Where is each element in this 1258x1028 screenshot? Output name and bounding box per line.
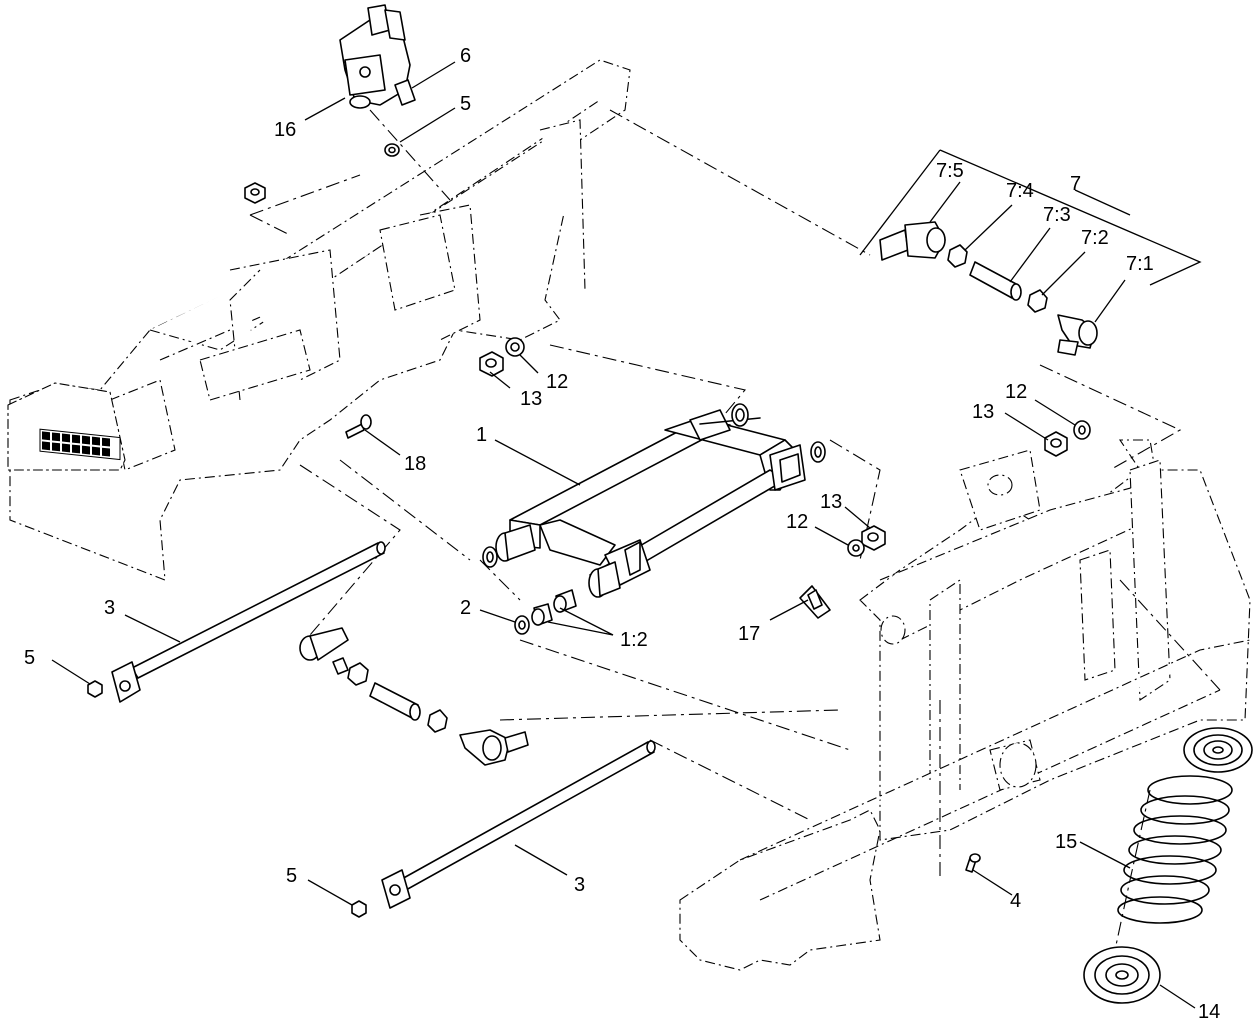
deck-frame [9, 59, 631, 581]
tie-rod-7 [879, 221, 1098, 356]
nut-5-top [384, 143, 400, 157]
bolt-4 [965, 853, 981, 873]
rod-3-upper [111, 541, 386, 703]
callout-12-center: 12 [786, 511, 808, 533]
callout-7-2: 7:2 [1081, 227, 1109, 249]
callout-2: 2 [460, 597, 471, 619]
nut-washer-13-12-top [479, 337, 525, 377]
clip-17 [799, 585, 831, 619]
callout-1: 1 [476, 424, 487, 446]
callout-7-4: 7:4 [1006, 180, 1034, 202]
callout-3-lower: 3 [574, 874, 585, 896]
callout-5-lower: 5 [286, 865, 297, 887]
nut-deck [244, 182, 266, 204]
spring-cup-14 [1083, 946, 1161, 1004]
callout-4: 4 [1010, 890, 1021, 912]
swing-arm-1 [495, 409, 806, 598]
nut-5-lower [351, 900, 367, 918]
spring-cup-top [1183, 727, 1253, 773]
nut-washer-13-12-right [1044, 420, 1091, 457]
assembly-lines [249, 109, 1221, 951]
callout-14: 14 [1198, 1001, 1220, 1023]
tie-rod-lower [299, 627, 529, 766]
spring-15 [1117, 775, 1233, 924]
callout-7-3: 7:3 [1043, 204, 1071, 226]
bolt-18 [345, 414, 372, 439]
nut-washer-13-12-center [847, 525, 886, 557]
switch-assembly-16 [339, 4, 416, 109]
callout-12-top: 12 [546, 371, 568, 393]
bushings-1-2 [514, 589, 577, 635]
callout-3-upper: 3 [104, 597, 115, 619]
callout-7-1: 7:1 [1126, 253, 1154, 275]
callout-17: 17 [738, 623, 760, 645]
callout-15: 15 [1055, 831, 1077, 853]
callout-16: 16 [274, 119, 296, 141]
callout-13-top: 13 [520, 388, 542, 410]
callout-5-top: 5 [460, 93, 471, 115]
leader-lines [51, 61, 1202, 1009]
callout-labels: 1 1:2 2 3 3 4 5 5 5 6 7 7:1 7:2 7:3 7:4 … [24, 45, 1220, 1023]
nut-5-left [87, 680, 103, 698]
callout-7: 7 [1070, 173, 1081, 195]
callout-6: 6 [460, 45, 471, 67]
callout-12-right: 12 [1005, 381, 1027, 403]
callout-5-left: 5 [24, 647, 35, 669]
washers-1 [482, 403, 826, 568]
warning-decal [7, 382, 126, 471]
main-frame [679, 439, 1251, 971]
callout-7-5: 7:5 [936, 160, 964, 182]
callout-18: 18 [404, 453, 426, 475]
callout-13-right: 13 [972, 401, 994, 423]
callout-1-2: 1:2 [620, 629, 648, 651]
rod-3-lower [381, 740, 656, 909]
callout-13-center: 13 [820, 491, 842, 513]
